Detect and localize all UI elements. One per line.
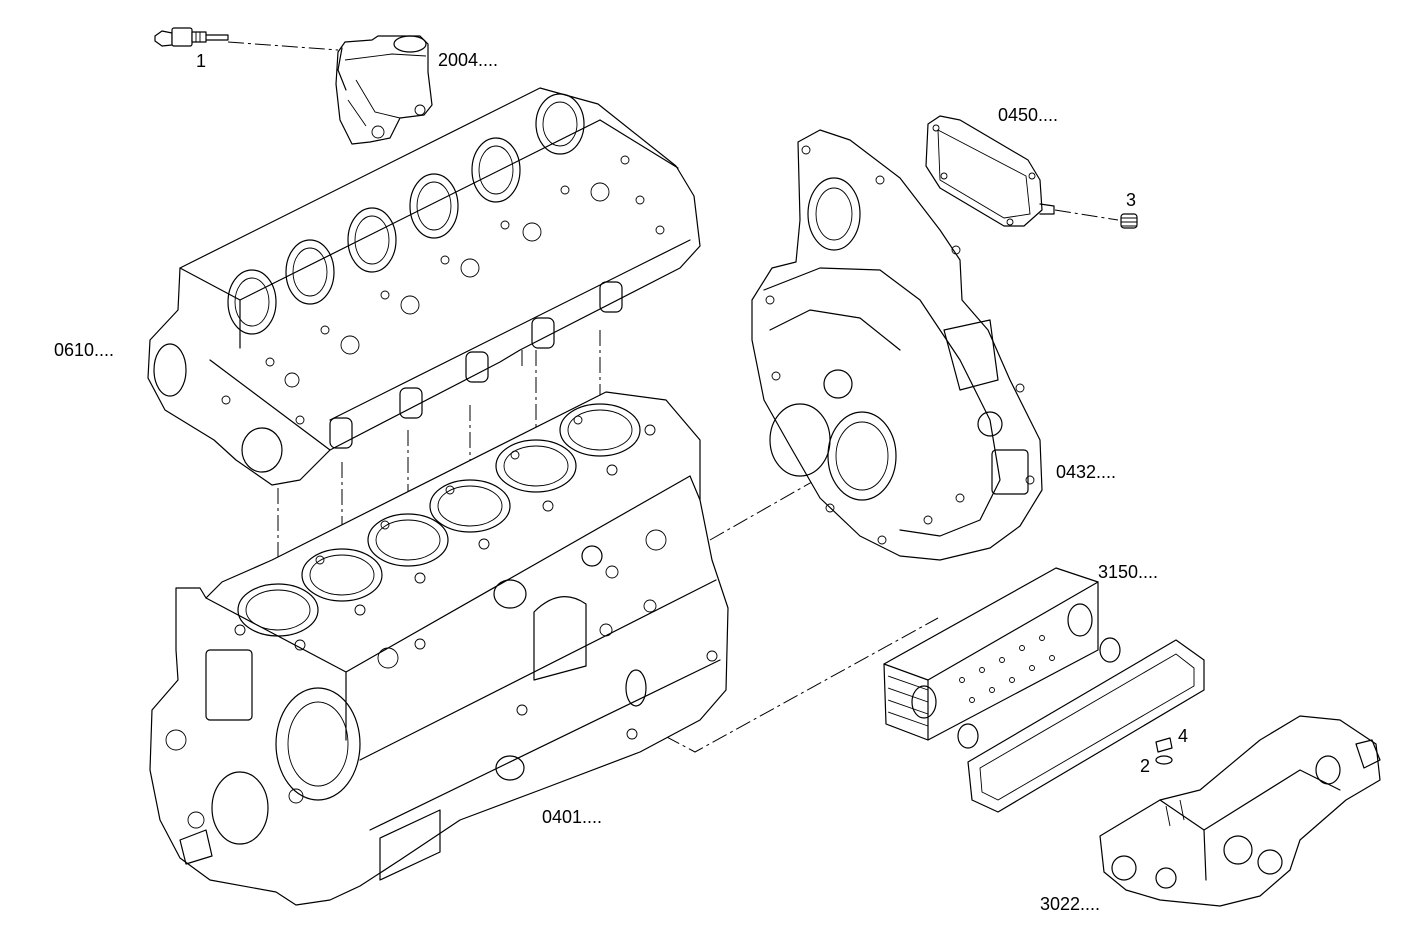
cylinder-head-bolt-holes xyxy=(221,155,665,425)
callout-0401: 0401.... xyxy=(542,807,602,827)
oil-cooler-part[interactable] xyxy=(883,567,1099,741)
callout-0610: 0610.... xyxy=(54,340,114,360)
block-front-face xyxy=(165,649,361,865)
plug-part[interactable] xyxy=(1120,213,1138,229)
callout-1: 1 xyxy=(196,51,206,71)
cylinder-head-ports xyxy=(153,281,623,473)
callout-3: 3 xyxy=(1126,190,1136,210)
block-side-features xyxy=(288,529,718,881)
callout-3150: 3150.... xyxy=(1098,562,1158,582)
callout-0432: 0432.... xyxy=(1056,462,1116,482)
cylinder-bores xyxy=(237,403,641,637)
callout-3022: 3022.... xyxy=(1040,894,1100,914)
callout-2004: 2004.... xyxy=(438,50,498,70)
flywheel-housing-part[interactable] xyxy=(751,129,1043,561)
callout-2: 2 xyxy=(1140,756,1150,776)
callout-4: 4 xyxy=(1178,726,1188,746)
flywheel-housing-bolt-holes xyxy=(765,145,1035,545)
callout-labels: 1 2004.... 0450.... 3 0610.... 0432.... … xyxy=(54,50,1188,914)
oil-cooler-gasket-part[interactable] xyxy=(957,637,1205,813)
engine-block-part[interactable] xyxy=(149,391,729,906)
oil-filter-housing-part[interactable] xyxy=(1099,715,1381,907)
temperature-sensor-part[interactable] xyxy=(154,27,229,47)
cylinder-head-part[interactable] xyxy=(147,87,701,486)
block-deck-holes xyxy=(234,415,656,651)
camshaft-bore-rings xyxy=(227,93,585,335)
callout-0450: 0450.... xyxy=(998,105,1058,125)
oil-cooler-fins xyxy=(959,635,1055,703)
plug-and-seal-parts[interactable] xyxy=(1155,737,1173,765)
cover-plate-part[interactable] xyxy=(925,115,1055,227)
thermostat-housing-part[interactable] xyxy=(335,35,433,145)
